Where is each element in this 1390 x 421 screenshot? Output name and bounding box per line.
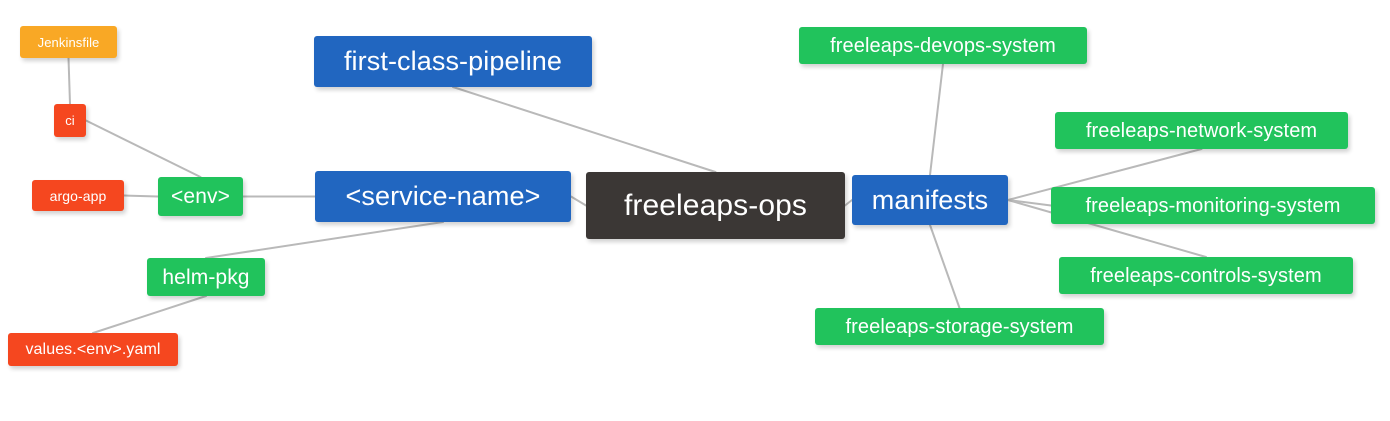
mindmap-node-label: freeleaps-storage-system	[845, 315, 1074, 338]
mindmap-node-label: freeleaps-ops	[623, 188, 808, 222]
mindmap-node-argo-app[interactable]: argo-app	[32, 180, 124, 211]
mindmap-node-label: values.<env>.yaml	[25, 340, 161, 358]
mindmap-node-service-name[interactable]: <service-name>	[315, 171, 571, 222]
mindmap-node-helm-pkg[interactable]: helm-pkg	[147, 258, 265, 296]
mindmap-node-first-class-pipeline[interactable]: first-class-pipeline	[314, 36, 592, 87]
mindmap-node-jenkinsfile[interactable]: Jenkinsfile	[20, 26, 117, 58]
mindmap-node-label: manifests	[871, 184, 989, 215]
mindmap-edge-jenkinsfile-to-ci	[67, 57, 71, 105]
mindmap-node-freeleaps-monitoring-system[interactable]: freeleaps-monitoring-system	[1051, 187, 1375, 224]
mindmap-edge-service-name-to-freeleaps-ops	[570, 195, 587, 207]
mindmap-node-freeleaps-controls-system[interactable]: freeleaps-controls-system	[1059, 257, 1353, 294]
mindmap-edge-argo-app-to-env	[123, 194, 159, 198]
mindmap-edge-freeleaps-devops-system-to-manifests	[929, 63, 944, 176]
mindmap-node-label: freeleaps-devops-system	[830, 34, 1056, 57]
mindmap-edge-first-class-pipeline-to-freeleaps-ops	[452, 86, 717, 173]
mindmap-node-label: first-class-pipeline	[343, 46, 563, 76]
mindmap-node-freeleaps-ops[interactable]: freeleaps-ops	[586, 172, 845, 239]
mindmap-node-label: <service-name>	[345, 181, 541, 211]
mindmap-node-label: <env>	[171, 185, 230, 208]
mindmap-node-label: helm-pkg	[162, 265, 250, 289]
mindmap-edge-helm-pkg-to-service-name	[205, 221, 444, 259]
mindmap-edge-values-env-yaml-to-helm-pkg	[92, 295, 207, 334]
mindmap-node-label: argo-app	[49, 187, 107, 204]
mindmap-node-env[interactable]: <env>	[158, 177, 243, 216]
mindmap-node-values-env-yaml[interactable]: values.<env>.yaml	[8, 333, 178, 366]
mindmap-node-manifests[interactable]: manifests	[852, 175, 1008, 225]
mindmap-node-label: ci	[65, 113, 75, 128]
mindmap-edge-freeleaps-monitoring-system-to-manifests	[1007, 199, 1052, 207]
mindmap-node-freeleaps-devops-system[interactable]: freeleaps-devops-system	[799, 27, 1087, 64]
mindmap-node-label: freeleaps-network-system	[1085, 119, 1318, 142]
mindmap-edge-ci-to-env	[85, 119, 202, 178]
mindmap-node-label: freeleaps-monitoring-system	[1085, 194, 1341, 217]
mindmap-node-freeleaps-storage-system[interactable]: freeleaps-storage-system	[815, 308, 1104, 345]
mindmap-node-label: freeleaps-controls-system	[1090, 264, 1322, 287]
mindmap-edge-freeleaps-storage-system-to-manifests	[929, 224, 961, 309]
mindmap-node-freeleaps-network-system[interactable]: freeleaps-network-system	[1055, 112, 1348, 149]
mindmap-edge-freeleaps-ops-to-manifests	[844, 199, 853, 207]
mindmap-node-ci[interactable]: ci	[54, 104, 86, 137]
mindmap-node-label: Jenkinsfile	[37, 34, 100, 50]
